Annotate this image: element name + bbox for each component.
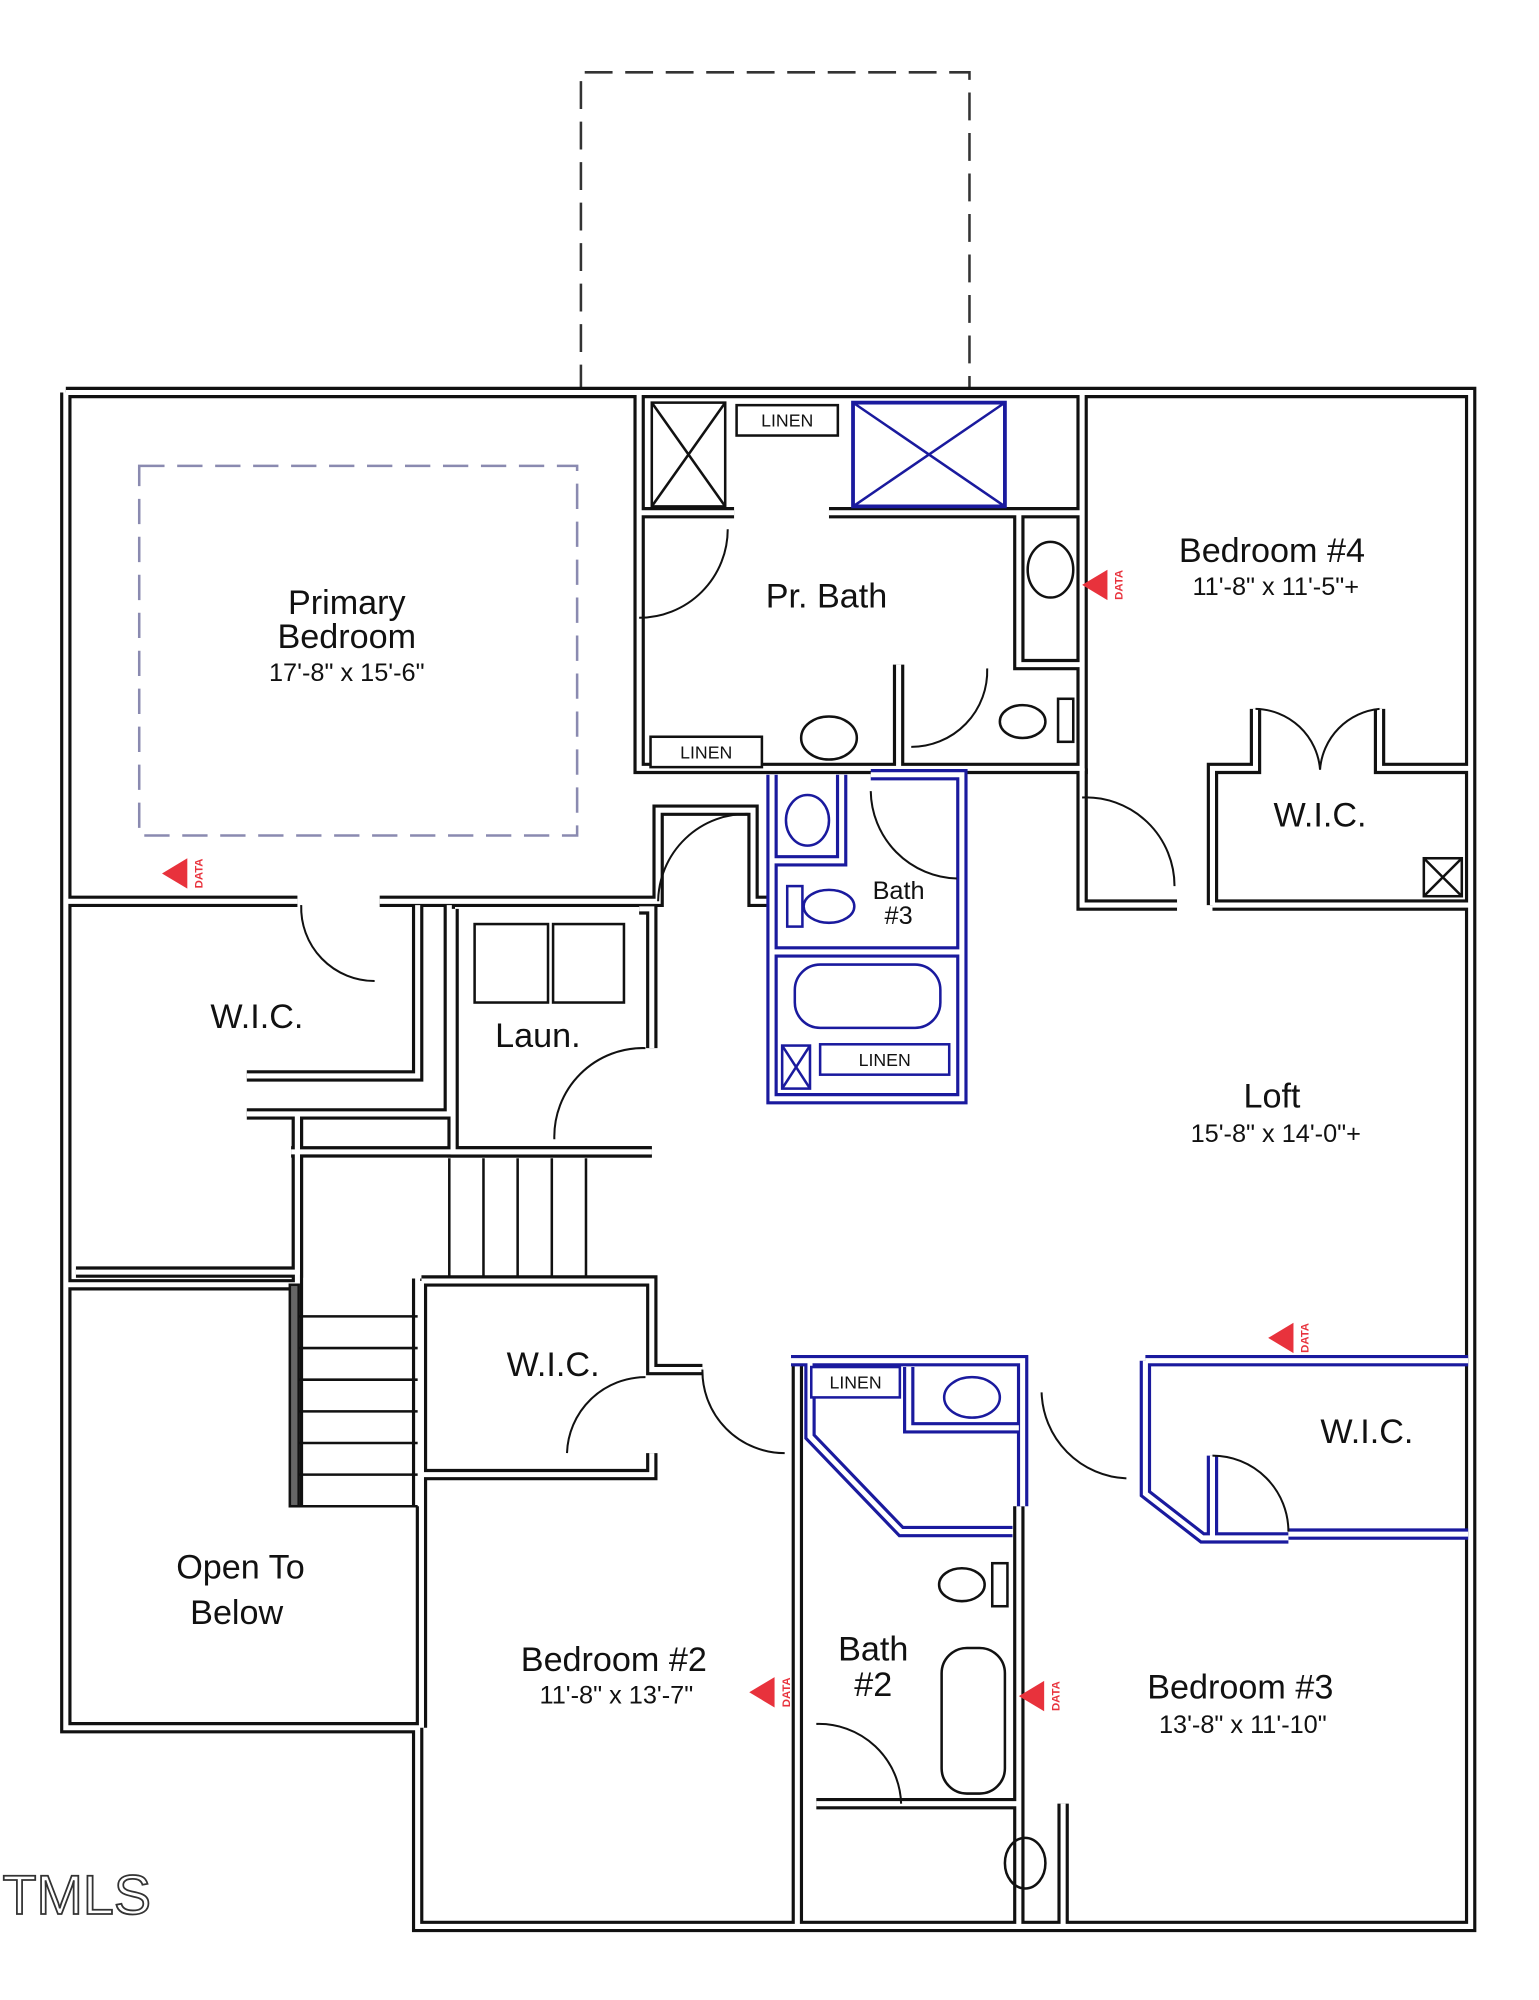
linen-closets: LINEN LINEN LINEN LINEN [649, 403, 951, 1399]
sink-icon [1003, 1836, 1047, 1890]
toilet-icon [998, 703, 1047, 740]
door-swings [300, 529, 1380, 1804]
wall [903, 1367, 1019, 1434]
primary-bedroom-label: Primary [288, 584, 407, 622]
loft-dims: 15'-8" x 14'-0"+ [1191, 1120, 1361, 1148]
wall [1373, 708, 1471, 775]
staircase [288, 1158, 588, 1508]
bathtub-icon [793, 963, 942, 1030]
data-tag-icon[interactable]: DATA [749, 1677, 793, 1708]
washer-dryer-icon [473, 922, 626, 1004]
sink-icon [1026, 540, 1075, 599]
wall [1013, 512, 1083, 671]
sink-icon [784, 793, 831, 847]
data-tag-icon[interactable]: DATA [1082, 569, 1126, 601]
sink-icon [942, 1375, 1002, 1419]
toilet-tank-icon [990, 1561, 1009, 1608]
toilet-icon [802, 888, 856, 925]
wall [1206, 708, 1262, 906]
wic-label: W.I.C. [507, 1346, 600, 1384]
primary-bedroom-dims: 17'-8" x 15'-6" [269, 659, 425, 687]
shower-icon [650, 401, 727, 508]
primary-bedroom-label-2: Bedroom [277, 618, 416, 656]
linen-label: LINEN [680, 742, 732, 762]
watermark-logo: TMLS [3, 1864, 151, 1926]
wall [379, 804, 773, 907]
closet-shelf [1422, 856, 1464, 898]
wic-label: W.I.C. [1274, 797, 1367, 835]
toilet-tank-icon [785, 884, 804, 928]
bath2-label-2: #2 [854, 1666, 892, 1704]
open-to-below-label-2: Below [190, 1594, 283, 1632]
stair-rail [288, 1283, 300, 1508]
walls [60, 386, 1477, 1933]
data-tag-label: DATA [1050, 1681, 1062, 1711]
data-tag-icon[interactable]: DATA [1018, 1680, 1063, 1712]
wic-label: W.I.C. [210, 998, 303, 1036]
shower-icon [780, 1044, 812, 1090]
bedroom4-dims: 11'-8" x 11'-5"+ [1192, 573, 1359, 601]
data-tag-icon[interactable]: DATA [162, 858, 206, 889]
laundry-label: Laun. [495, 1017, 580, 1055]
loft-label: Loft [1243, 1078, 1300, 1116]
bath3-label: Bath [873, 877, 925, 905]
toilet-icon [937, 1567, 986, 1603]
pr-bath-label: Pr. Bath [766, 578, 888, 616]
bedroom3-dims: 13'-8" x 11'-10" [1159, 1711, 1327, 1739]
wall [772, 774, 848, 867]
wall [246, 905, 424, 1082]
data-tag-label: DATA [194, 858, 206, 888]
bedroom2-label: Bedroom #2 [521, 1641, 707, 1679]
data-tag-label: DATA [1114, 570, 1126, 600]
bedroom3-label: Bedroom #3 [1147, 1669, 1333, 1707]
toilet-tank-icon [1056, 697, 1075, 744]
fixtures [300, 400, 1464, 1890]
linen-label: LINEN [859, 1050, 911, 1070]
data-tag-label: DATA [781, 1677, 793, 1707]
shower-icon [851, 400, 1007, 509]
data-tag-icon[interactable]: DATA [1268, 1322, 1312, 1354]
data-tag-label: DATA [1300, 1323, 1312, 1353]
bath2-label: Bath [838, 1631, 908, 1669]
wic-label: W.I.C. [1320, 1413, 1413, 1451]
porch-outline-dashed [579, 71, 971, 393]
wall [75, 1113, 304, 1278]
wall [421, 1453, 658, 1481]
bathtub-icon [940, 1646, 1007, 1795]
sink-icon [799, 715, 859, 761]
bath3-label-2: #3 [885, 902, 913, 930]
linen-label: LINEN [829, 1373, 881, 1393]
bedroom4-label: Bedroom #4 [1179, 532, 1365, 570]
wall [1076, 768, 1178, 911]
bedroom2-dims: 11'-8" x 13'-7" [540, 1682, 694, 1710]
linen-label: LINEN [761, 411, 813, 431]
ceiling-tray-dashed [137, 464, 579, 837]
open-to-below-label: Open To [176, 1548, 305, 1586]
